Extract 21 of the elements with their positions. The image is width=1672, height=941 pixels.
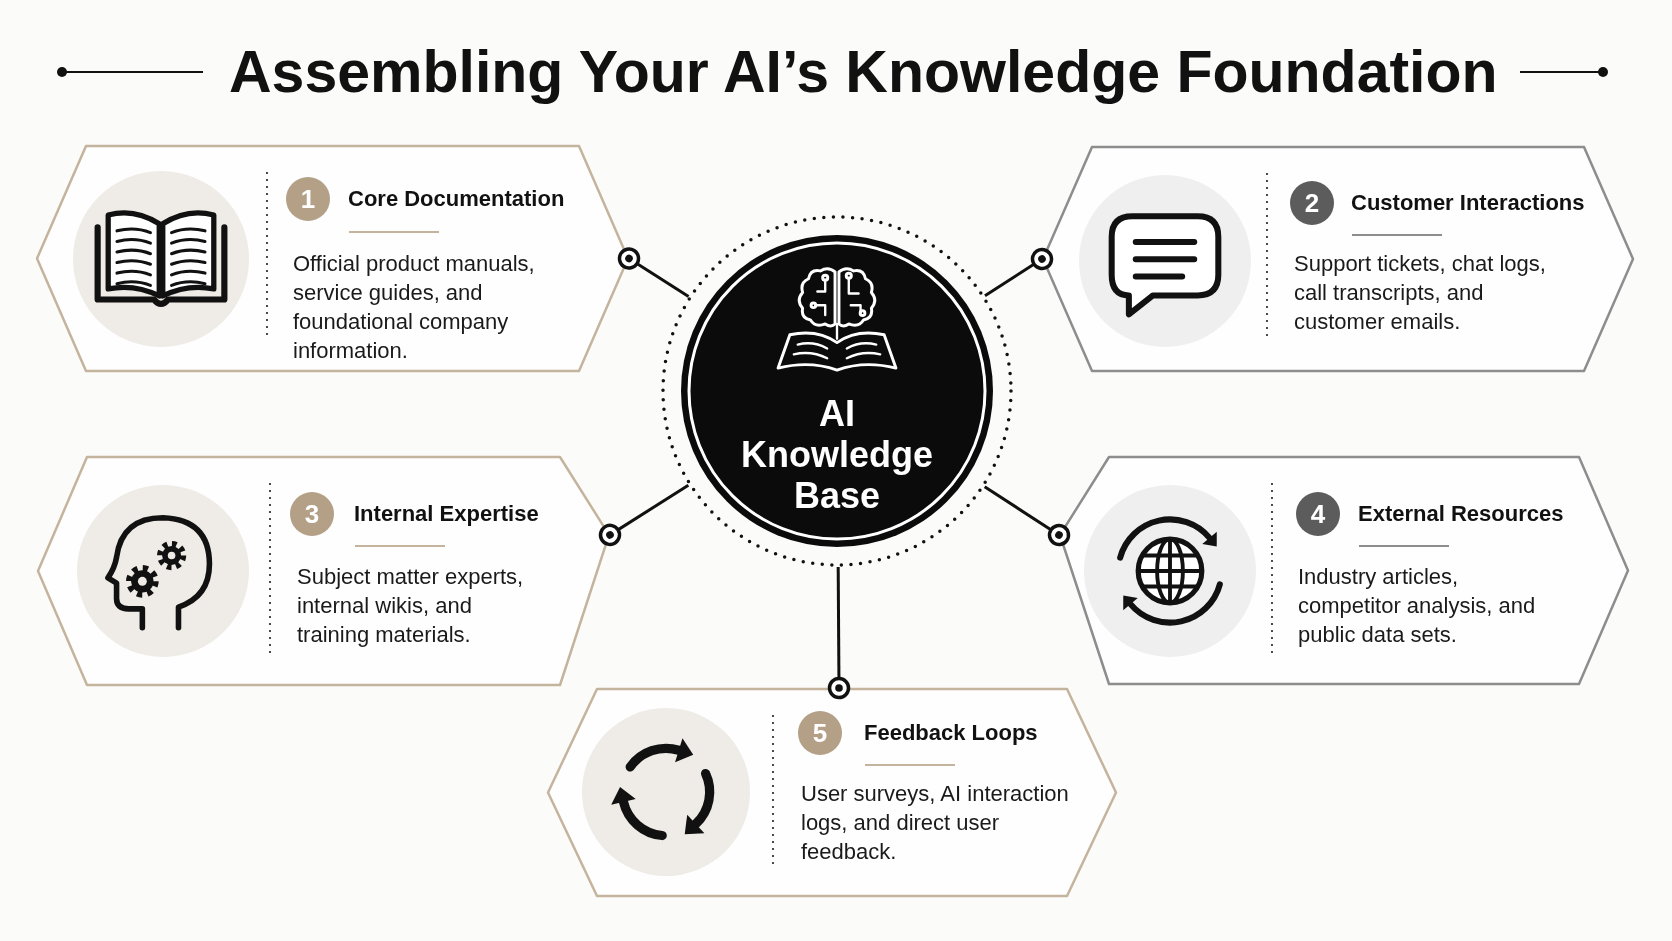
connector-line <box>617 247 690 298</box>
card-description: Official product manuals, service guides, and foundational company information. <box>293 250 536 365</box>
connector-line <box>983 485 1071 547</box>
hexagon-card <box>37 456 610 686</box>
card-heading: External Resources <box>1358 500 1564 528</box>
card-heading: Core Documentation <box>348 185 565 213</box>
hub-circle <box>661 215 1013 567</box>
title: Assembling Your AI’s Knowledge Foundation <box>229 38 1498 106</box>
card-heading: Feedback Loops <box>864 719 1038 747</box>
card-heading: Internal Expertise <box>354 500 539 528</box>
hexagon-card <box>1059 456 1629 685</box>
hexagon-card <box>547 688 1117 897</box>
card-heading: Customer Interactions <box>1351 189 1585 217</box>
card-description: Subject matter experts, internal wikis, and training materials. <box>297 563 525 649</box>
hub-label: AI Knowledge Base <box>740 393 934 516</box>
connector-line <box>827 567 851 700</box>
connector-line <box>598 483 690 547</box>
card-description: Support tickets, chat logs, call transcripts, and customer emails. <box>1294 250 1547 336</box>
card-description: Industry articles, competitor analysis, and public data sets. <box>1298 563 1537 649</box>
connector-line <box>984 247 1054 297</box>
card-description: User surveys, AI interaction logs, and direct user feedback. <box>801 780 1070 866</box>
